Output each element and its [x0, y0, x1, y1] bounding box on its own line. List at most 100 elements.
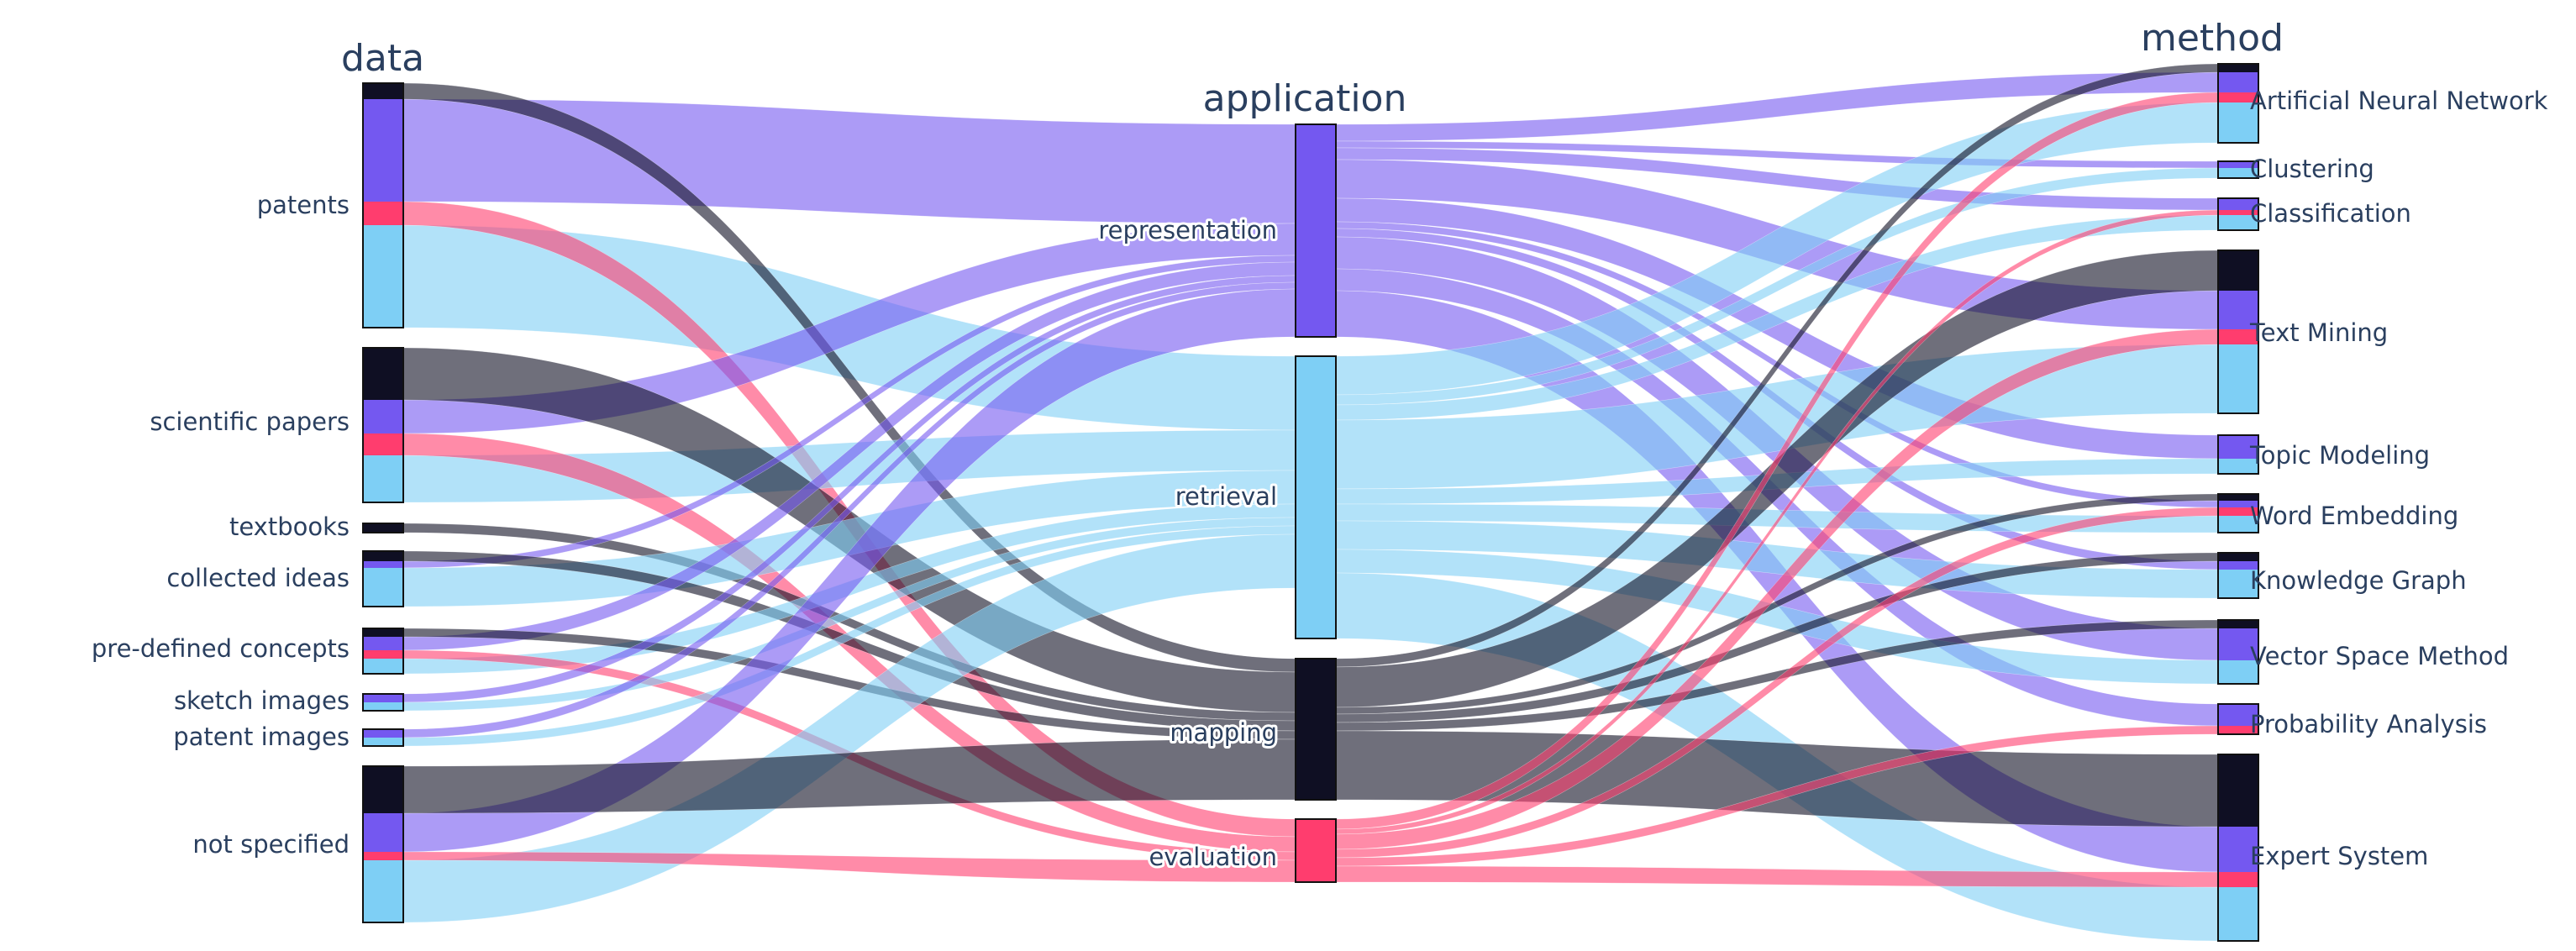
- node-segment: [363, 659, 403, 674]
- node-not-specified: [362, 765, 404, 923]
- node-segment: [2218, 161, 2258, 168]
- node-label-expert-system: Expert System: [2250, 842, 2428, 870]
- node-segment: [363, 523, 403, 533]
- node-artificial-neural-network: [2217, 63, 2259, 144]
- node-segment: [2218, 561, 2258, 570]
- node-label-representation: representation: [1098, 216, 1277, 244]
- node-outline: [2217, 63, 2259, 144]
- node-segment: [363, 99, 403, 202]
- node-segment: [363, 694, 403, 702]
- node-label-word-embedding: Word Embedding: [2250, 502, 2458, 530]
- node-segment: [2218, 516, 2258, 533]
- node-pre-defined-concepts: [362, 628, 404, 675]
- node-segment: [2218, 435, 2258, 459]
- node-segment: [2218, 704, 2258, 726]
- node-label-artificial-neural-network: Artificial Neural Network: [2250, 87, 2548, 115]
- node-segment: [2218, 872, 2258, 887]
- node-segment: [2218, 660, 2258, 684]
- node-segment: [363, 628, 403, 637]
- node-segment: [2218, 726, 2258, 734]
- node-segment: [363, 702, 403, 711]
- node-label-patent-images: patent images: [173, 722, 350, 751]
- node-segment: [2218, 501, 2258, 507]
- node-label-retrieval: retrieval: [1175, 482, 1277, 511]
- node-segment: [2218, 507, 2258, 516]
- node-segment: [2218, 72, 2258, 92]
- node-clustering: [2217, 160, 2259, 179]
- node-representation: [1295, 123, 1337, 338]
- node-label-mapping: mapping: [1170, 718, 1277, 747]
- node-expert-system: [2217, 754, 2259, 942]
- column-title-application: application: [1203, 77, 1407, 120]
- node-outline: [1295, 658, 1337, 801]
- flow-links: [402, 63, 2219, 942]
- node-segment: [2218, 92, 2258, 102]
- node-segment: [2218, 198, 2258, 210]
- node-outline: [2217, 197, 2259, 231]
- node-outline: [2217, 434, 2259, 475]
- node-segment: [363, 551, 403, 561]
- node-label-classification: Classification: [2250, 199, 2411, 228]
- node-segment: [2218, 215, 2258, 230]
- node-segment: [1296, 356, 1336, 638]
- node-outline: [362, 347, 404, 503]
- node-label-text-mining: Text Mining: [2249, 318, 2388, 347]
- node-mapping: [1295, 658, 1337, 801]
- node-textbooks: [362, 523, 404, 533]
- node-outline: [1295, 355, 1337, 639]
- node-segment: [2218, 459, 2258, 474]
- node-segment: [363, 568, 403, 607]
- node-label-evaluation: evaluation: [1149, 843, 1277, 871]
- node-probability-analysis: [2217, 703, 2259, 735]
- node-label-knowledge-graph: Knowledge Graph: [2250, 566, 2467, 595]
- node-outline: [2217, 552, 2259, 599]
- node-segment: [363, 637, 403, 650]
- node-patent-images: [362, 728, 404, 747]
- node-segment: [363, 650, 403, 659]
- node-collected-ideas: [362, 550, 404, 607]
- node-evaluation: [1295, 818, 1337, 883]
- node-outline: [362, 550, 404, 607]
- node-segment: [2218, 628, 2258, 660]
- node-segment: [2218, 291, 2258, 329]
- node-segment: [363, 738, 403, 746]
- node-segment: [363, 433, 403, 455]
- node-label-vector-space-method: Vector Space Method: [2250, 642, 2509, 670]
- node-label-clustering: Clustering: [2250, 155, 2374, 183]
- node-segment: [2218, 754, 2258, 827]
- flow-link: [1335, 865, 2219, 888]
- node-segment: [363, 561, 403, 568]
- column-title-data: data: [341, 37, 424, 80]
- node-segment: [363, 852, 403, 860]
- nodes: [362, 63, 2259, 942]
- node-segment: [363, 455, 403, 502]
- node-knowledge-graph: [2217, 552, 2259, 599]
- labels: data application method patents scientif…: [92, 17, 2548, 874]
- node-segment: [2218, 570, 2258, 598]
- node-word-embedding: [2217, 493, 2259, 533]
- node-outline: [362, 82, 404, 328]
- node-patents: [362, 82, 404, 328]
- node-outline: [2217, 619, 2259, 685]
- node-outline: [2217, 250, 2259, 414]
- node-label-collected-ideas: collected ideas: [166, 564, 350, 592]
- node-segment: [2218, 102, 2258, 143]
- node-segment: [363, 400, 403, 433]
- node-label-scientific-papers: scientific papers: [150, 407, 350, 436]
- node-segment: [1296, 659, 1336, 800]
- node-text-mining: [2217, 250, 2259, 414]
- node-label-topic-modeling: Topic Modeling: [2249, 441, 2430, 470]
- node-outline: [2217, 160, 2259, 179]
- node-segment: [2218, 620, 2258, 628]
- node-segment: [2218, 553, 2258, 561]
- node-sketch-images: [362, 693, 404, 712]
- node-label-pre-defined-concepts: pre-defined concepts: [92, 634, 350, 663]
- node-outline: [2217, 703, 2259, 735]
- node-label-sketch-images: sketch images: [174, 686, 350, 715]
- node-label-textbooks: textbooks: [229, 512, 350, 541]
- node-outline: [362, 693, 404, 712]
- node-outline: [1295, 123, 1337, 338]
- node-outline: [362, 523, 404, 533]
- node-outline: [362, 628, 404, 675]
